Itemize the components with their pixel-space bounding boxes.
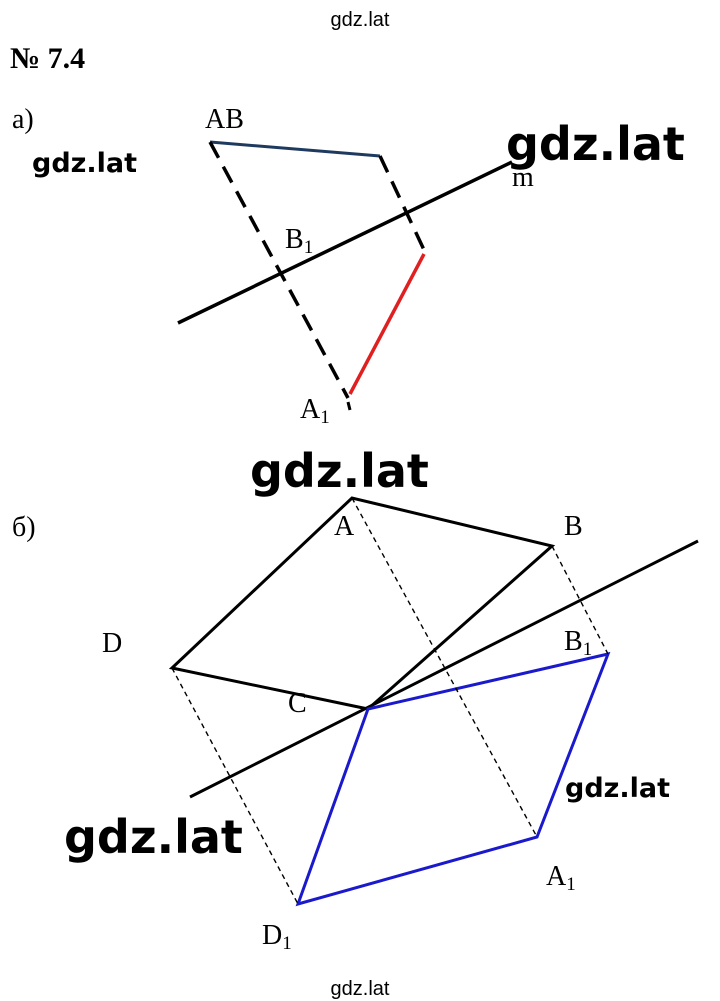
header-watermark: gdz.lat	[331, 9, 390, 31]
label-b1: B1	[285, 224, 313, 258]
label-d: D	[102, 628, 122, 659]
label-b: B	[564, 511, 583, 542]
part-a-label: а)	[12, 104, 34, 135]
label-c: C	[288, 688, 307, 719]
label-b1: B1	[564, 626, 592, 660]
dash-d-d1	[171, 667, 299, 905]
watermark-b-top: gdz.lat	[250, 444, 429, 498]
part-b-label: б)	[12, 512, 36, 543]
part-a-figure: а) AB B1 A1 m gdz.lat gdz.lat	[12, 104, 685, 428]
segment-ab	[209, 140, 381, 158]
label-a1: A1	[546, 861, 576, 895]
line-m	[177, 160, 513, 325]
projection-line-left	[208, 141, 350, 399]
symmetry-line	[189, 539, 699, 799]
label-a: A	[334, 511, 355, 542]
problem-number: № 7.4	[10, 42, 85, 75]
footer-watermark: gdz.lat	[331, 978, 390, 1000]
label-d1: D1	[262, 920, 292, 954]
watermark-a-right: gdz.lat	[506, 117, 685, 171]
label-a1: A1	[300, 394, 330, 428]
watermark-b-left: gdz.lat	[64, 810, 243, 864]
quadrilateral-image	[295, 651, 611, 907]
label-ab: AB	[205, 104, 244, 135]
dash-b-b1	[551, 545, 609, 655]
projection-line-tail	[346, 401, 352, 411]
part-b-figure: б) A B C D B1 A1 D1 gdz.lat gdz.lat gdz.…	[12, 444, 699, 954]
projection-line-right	[378, 155, 427, 253]
label-m: m	[512, 162, 534, 193]
watermark-a-left: gdz.lat	[32, 148, 137, 179]
watermark-b-right: gdz.lat	[565, 773, 670, 804]
dash-a-a1	[351, 497, 538, 838]
quadrilateral-abcd	[168, 496, 556, 711]
segment-a1b1-image	[348, 253, 426, 395]
